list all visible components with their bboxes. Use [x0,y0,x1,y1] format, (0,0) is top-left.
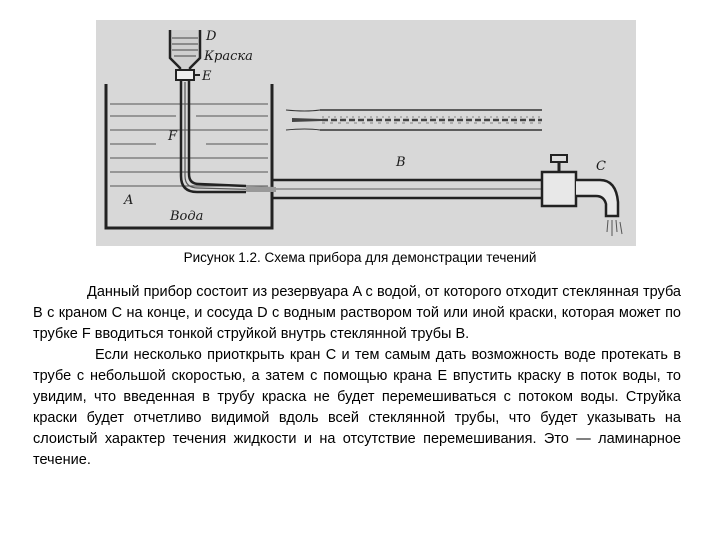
label-e: E [201,69,212,84]
paragraph: Если несколько приоткрыть кран C и тем с… [33,347,681,468]
vessel-d [168,30,202,78]
apparatus-figure: D Краска E F A Вода B C [96,20,636,246]
dye-stream-inset [285,109,542,131]
dye-tube-f [179,80,276,194]
paragraph: Данный прибор состоит из резервуара A с … [33,284,681,342]
label-water: Вода [169,209,203,224]
stopcock-e [175,69,200,81]
label-c: C [596,159,606,174]
figure-caption: Рисунок 1.2. Схема прибора для демонстра… [183,250,537,265]
body-text: Данный прибор состоит из резервуара A с … [33,282,681,471]
label-d: D [205,29,217,44]
label-f: F [167,129,178,144]
glass-tube-b [272,178,542,200]
label-paint: Краска [203,49,253,64]
tap-c [540,154,623,236]
label-b: B [395,155,406,170]
label-a: A [123,193,133,208]
